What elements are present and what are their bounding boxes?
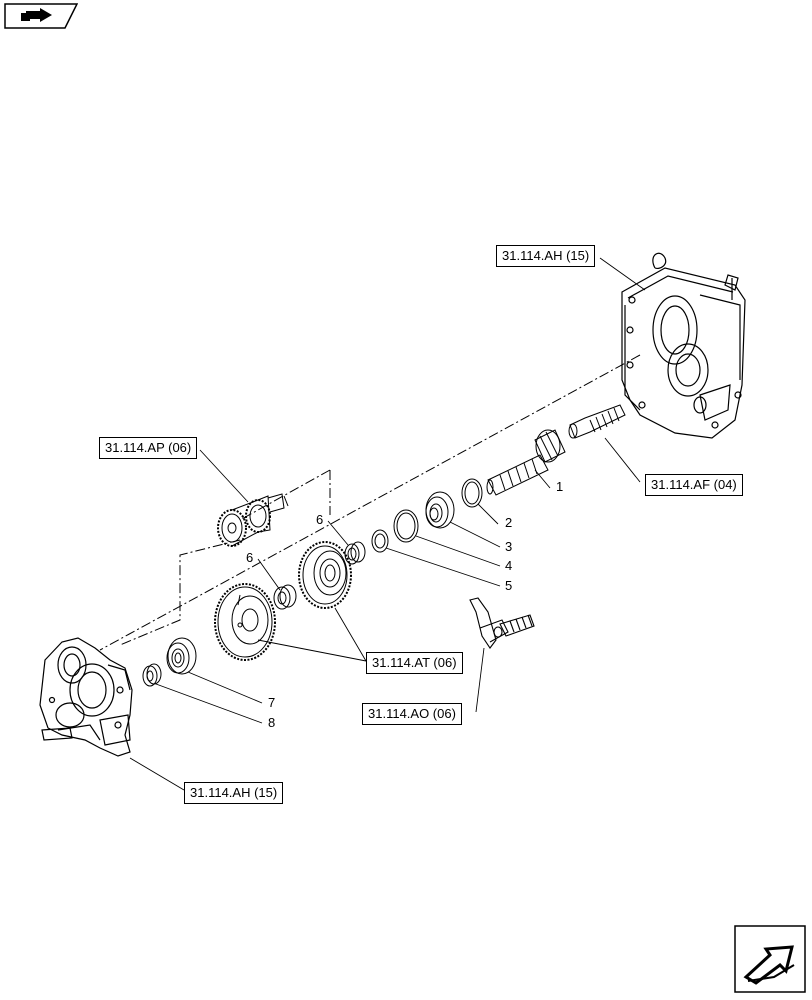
- ref-31-114-ah-top[interactable]: 31.114.AH (15): [496, 245, 596, 267]
- gear-at-upper: [298, 541, 352, 609]
- ref-31-114-ah-bottom[interactable]: 31.114.AH (15): [184, 782, 284, 804]
- callout-1: 1: [556, 479, 564, 494]
- callout-2: 2: [505, 515, 513, 530]
- leader-lines: [129, 257, 646, 791]
- nut-part-8: [142, 663, 162, 687]
- callout-6-lower: 6: [246, 550, 254, 565]
- splined-shaft-af: [568, 404, 626, 439]
- shift-fork-ao: [469, 597, 535, 649]
- ref-31-114-af[interactable]: 31.114.AF (04): [645, 474, 743, 496]
- gear-cluster-ap: [217, 493, 289, 547]
- callout-7: 7: [268, 695, 276, 710]
- callout-8: 8: [268, 715, 276, 730]
- callout-5: 5: [505, 578, 513, 593]
- previous-page-button[interactable]: [4, 3, 79, 34]
- previous-page-arrow-icon: [4, 3, 79, 29]
- bearing-part-7: [166, 637, 197, 675]
- callout-4: 4: [505, 558, 513, 573]
- bushing-part-6-upper: [344, 541, 366, 565]
- callout-6-upper: 6: [316, 512, 324, 527]
- shaft-part-1: [486, 429, 566, 496]
- upper-housing: [621, 252, 746, 439]
- bushing-part-6-lower: [273, 584, 297, 610]
- ref-31-114-ap[interactable]: 31.114.AP (06): [99, 437, 198, 459]
- ring-part-4: [393, 509, 419, 543]
- gear-at-lower: [214, 583, 276, 661]
- snap-ring-part-2: [461, 478, 483, 508]
- bearing-part-3: [425, 491, 455, 529]
- main-axis-line: [99, 354, 641, 651]
- ref-31-114-at[interactable]: 31.114.AT (06): [366, 652, 463, 674]
- upper-gear-axis-line: [119, 539, 241, 646]
- lower-housing: [39, 637, 133, 757]
- next-page-button[interactable]: [734, 925, 806, 998]
- ref-31-114-ao[interactable]: 31.114.AO (06): [362, 703, 462, 725]
- washer-part-5: [371, 529, 389, 553]
- next-page-arrow-icon: [734, 925, 806, 993]
- callout-3: 3: [505, 539, 513, 554]
